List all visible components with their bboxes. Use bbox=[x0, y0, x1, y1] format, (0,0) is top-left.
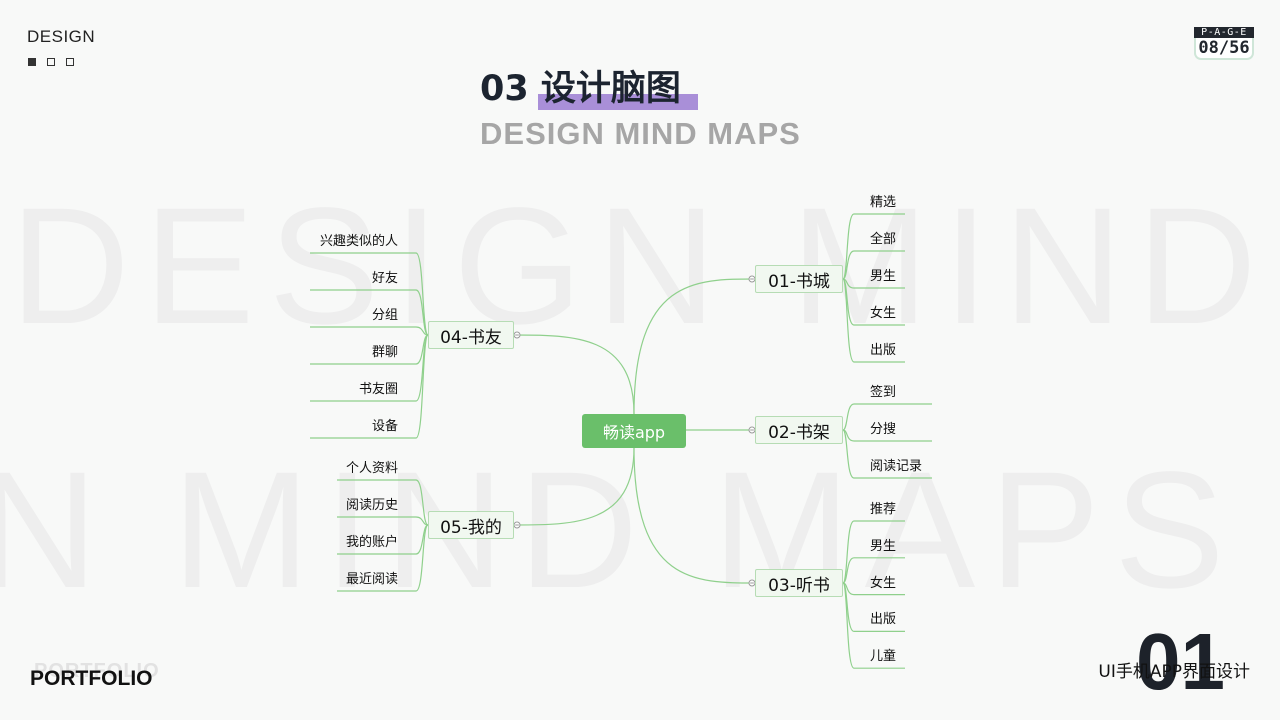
connector-line bbox=[513, 447, 635, 526]
connector-line bbox=[513, 334, 635, 415]
page-badge: P-A-G-E 08/56 bbox=[1194, 27, 1254, 60]
footer-label: UI手机APP界面设计 bbox=[1098, 662, 1250, 682]
mindmap-leaf[interactable]: 签到 bbox=[870, 385, 897, 400]
mindmap-leaf[interactable]: 分搜 bbox=[870, 422, 897, 437]
mindmap-branch[interactable]: 02-书架 bbox=[755, 416, 843, 444]
connector-line bbox=[842, 403, 932, 431]
connector-line bbox=[337, 479, 429, 526]
mindmap-branch[interactable]: 03-听书 bbox=[755, 569, 843, 597]
watermark-line-2: N MIND MAPS bbox=[0, 438, 1239, 623]
mindmap-leaf[interactable]: 推荐 bbox=[870, 502, 897, 517]
mindmap-leaf[interactable]: 男生 bbox=[870, 538, 897, 554]
page-label: P-A-G-E bbox=[1194, 27, 1254, 38]
brand-label: DESIGN bbox=[27, 27, 96, 46]
page-dots bbox=[28, 58, 74, 66]
mindmap-leaf[interactable]: 女生 bbox=[870, 575, 897, 591]
connector-line bbox=[842, 582, 905, 669]
mindmap-leaf[interactable]: 个人资料 bbox=[345, 461, 398, 476]
mindmap-leaf[interactable]: 出版 bbox=[870, 343, 897, 358]
mindmap-branch[interactable]: 05-我的 bbox=[428, 511, 514, 539]
title-highlight bbox=[538, 94, 698, 110]
connector-line bbox=[842, 557, 905, 584]
connector-line bbox=[633, 278, 756, 415]
section-number: 01 bbox=[1136, 617, 1225, 706]
dot-filled bbox=[28, 58, 36, 66]
connector-line bbox=[842, 429, 932, 479]
connector-line bbox=[633, 447, 756, 584]
title-block: 03 设计脑图 bbox=[480, 66, 698, 112]
dot-empty bbox=[47, 58, 55, 66]
mindmap-branch[interactable]: 04-书友 bbox=[428, 321, 514, 349]
portfolio-logo: PORTFOLIO bbox=[30, 667, 153, 690]
mindmap-leaf[interactable]: 女生 bbox=[870, 306, 897, 321]
mindmap-leaf[interactable]: 最近阅读 bbox=[345, 572, 398, 587]
mindmap-leaf[interactable]: 全部 bbox=[870, 232, 897, 247]
mindmap-leaf[interactable]: 群聊 bbox=[371, 345, 398, 360]
mindmap-leaf[interactable]: 我的账户 bbox=[345, 535, 398, 550]
mindmap-branch[interactable]: 01-书城 bbox=[755, 265, 843, 293]
mindmap-leaf[interactable]: 分组 bbox=[371, 308, 398, 323]
mindmap-leaf[interactable]: 阅读历史 bbox=[345, 498, 398, 513]
mindmap-leaf[interactable]: 兴趣类似的人 bbox=[319, 234, 398, 249]
connector-line bbox=[310, 326, 429, 336]
dot-empty bbox=[66, 58, 74, 66]
connector-line bbox=[310, 334, 429, 439]
mindmap-root[interactable]: 畅读app bbox=[582, 414, 686, 448]
connector-line bbox=[310, 289, 429, 336]
mindmap-leaf[interactable]: 儿童 bbox=[870, 649, 897, 665]
mindmap-leaf[interactable]: 书友圈 bbox=[358, 382, 398, 397]
connector-line bbox=[842, 250, 905, 280]
page-title: 03 设计脑图 bbox=[480, 69, 681, 109]
mindmap-leaf[interactable]: 好友 bbox=[371, 271, 398, 286]
mindmap-leaf[interactable]: 阅读记录 bbox=[870, 459, 923, 474]
connector-line bbox=[337, 524, 429, 592]
mindmap-leaf[interactable]: 男生 bbox=[870, 269, 897, 284]
mindmap-leaf[interactable]: 设备 bbox=[371, 419, 398, 434]
watermark-line-1: DESIGN MIND bbox=[10, 174, 1271, 359]
connector-line bbox=[337, 516, 429, 526]
portfolio-ghost: PORTFOLIO bbox=[34, 660, 160, 682]
mindmap-leaf[interactable]: 精选 bbox=[870, 195, 897, 210]
page-subtitle: DESIGN MIND MAPS bbox=[480, 116, 801, 151]
page-number: 08/56 bbox=[1194, 38, 1254, 60]
mindmap-leaf[interactable]: 出版 bbox=[870, 612, 897, 628]
connector-line bbox=[842, 278, 905, 363]
